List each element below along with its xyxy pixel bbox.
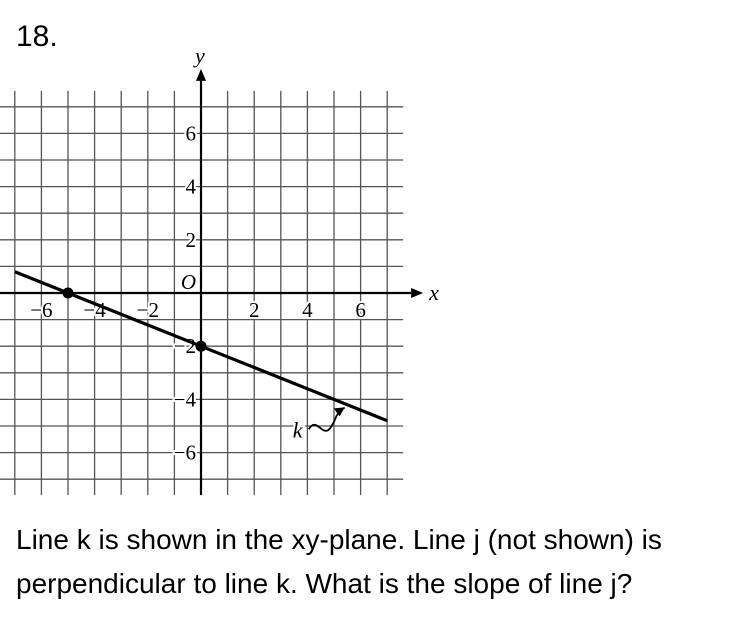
line-point (195, 340, 207, 352)
y-axis-label: y (193, 43, 205, 68)
line-point (62, 287, 74, 299)
axes: xy (0, 43, 439, 496)
y-tick-label: −4 (174, 387, 197, 411)
x-tick-label: 4 (302, 298, 313, 322)
y-tick-label: −6 (174, 441, 196, 465)
x-tick-label: −6 (30, 298, 52, 322)
y-tick-label: −2 (174, 334, 196, 358)
series (14, 270, 388, 423)
annotations: k (291, 406, 346, 444)
line-label-arrowhead (333, 407, 345, 417)
x-tick-label: 6 (355, 298, 366, 322)
y-tick-label: 6 (186, 121, 197, 145)
x-axis-arrowhead (411, 288, 424, 298)
question-text: Line k is shown in the xy-plane. Line j … (16, 524, 662, 599)
origin-label: O (181, 270, 196, 294)
x-axis-label: x (428, 280, 439, 305)
x-tick-label: 2 (249, 298, 260, 322)
question-number: 18. (16, 20, 58, 53)
y-tick-label: 2 (186, 228, 197, 252)
line-label: k (293, 417, 304, 442)
y-tick-label: 4 (186, 175, 197, 199)
x-tick-label: −2 (137, 298, 159, 322)
y-axis-arrowhead (196, 68, 206, 81)
